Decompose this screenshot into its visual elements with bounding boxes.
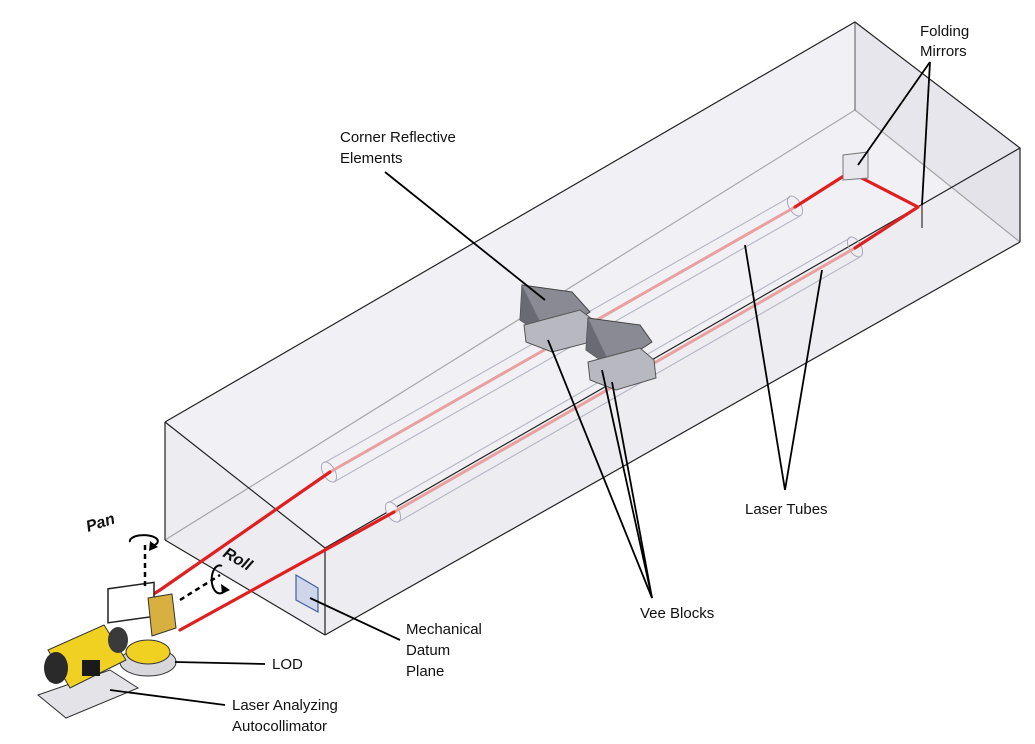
vee-blocks-label: Vee Blocks — [640, 605, 714, 622]
laser-analyzing-label-1: Laser Analyzing — [232, 697, 338, 714]
folding-mirrors-label-1: Folding — [920, 23, 969, 40]
box-side-face — [325, 148, 1020, 635]
box-top-face — [165, 22, 1020, 548]
leader-lines — [109, 61, 931, 706]
folding-mirrors-label-2: Mirrors — [920, 43, 967, 60]
corner-reflector-1 — [519, 284, 599, 353]
mechanical-label-1: Mechanical — [406, 621, 482, 638]
enclosure-box — [164, 21, 1022, 636]
corner-reflective-label-1: Corner Reflective — [340, 129, 456, 146]
lod-label: LOD — [272, 656, 303, 673]
box-far-face — [855, 22, 1020, 242]
lod-instrument — [107, 545, 221, 677]
laser-analyzing-label-2: Autocollimator — [232, 718, 327, 735]
mechanical-label-2: Datum — [406, 642, 450, 659]
datum-plane — [295, 573, 319, 614]
laser-tubes-label: Laser Tubes — [745, 501, 828, 518]
pan-rotation-arrow — [128, 534, 159, 551]
autocollimator-instrument — [36, 624, 140, 719]
corner-reflective-label-2: Elements — [340, 150, 403, 167]
box-near-face — [165, 422, 325, 635]
mechanical-label-3: Plane — [406, 663, 444, 680]
roll-rotation-arrow — [210, 564, 230, 595]
pan-label: Pan — [84, 510, 117, 535]
